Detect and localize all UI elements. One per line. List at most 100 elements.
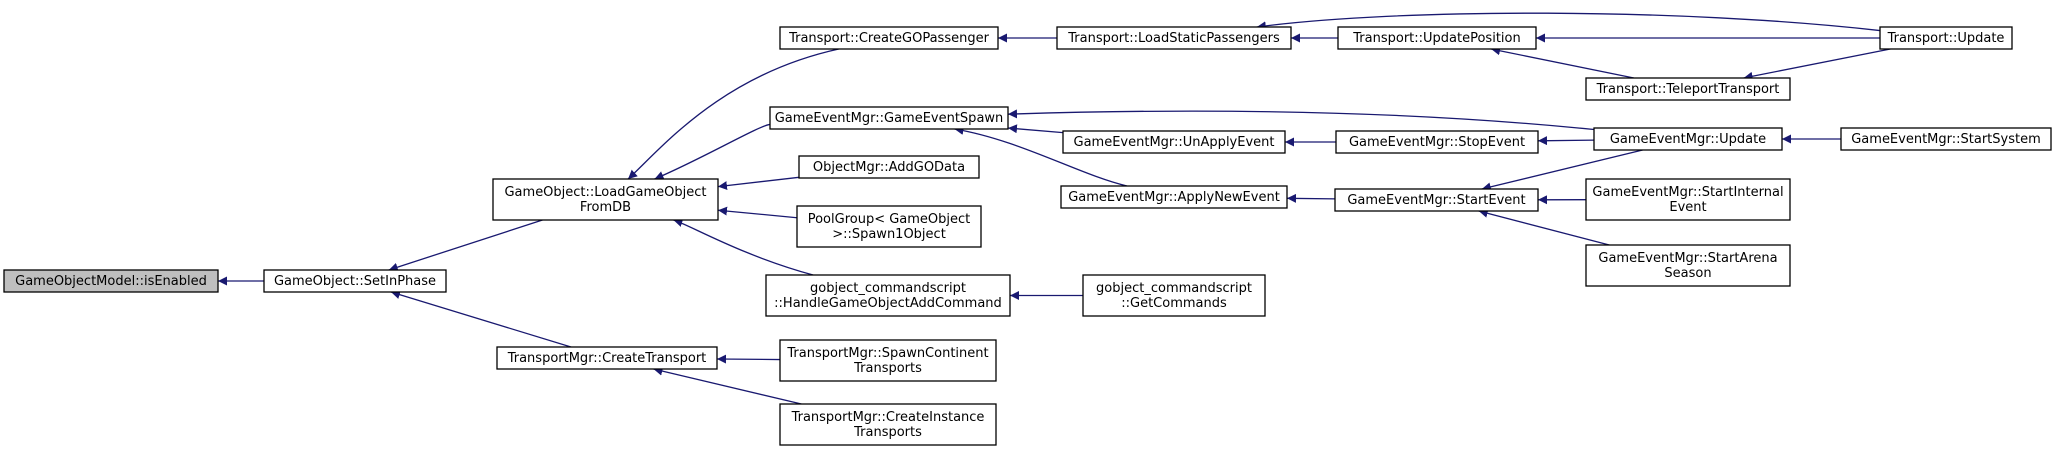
- node-label: GameEventMgr::StartArena: [1598, 251, 1777, 266]
- call-edge: [653, 366, 802, 405]
- node-label: FromDB: [580, 200, 631, 215]
- node-label: GameEventMgr::Update: [1610, 132, 1766, 147]
- call-edge: [717, 206, 798, 219]
- node-label: ::HandleGameObjectAddCommand: [774, 296, 1002, 311]
- call-edge: [1286, 193, 1336, 203]
- graph-node[interactable]: Transport::Update: [1879, 26, 2013, 50]
- node-box: [1082, 274, 1266, 317]
- node-box: [1593, 127, 1783, 151]
- node-box: [1060, 185, 1288, 209]
- graph-node[interactable]: GameObject::SetInPhase: [263, 269, 447, 293]
- node-box: [1585, 77, 1791, 101]
- node-box: [496, 346, 718, 370]
- graph-node[interactable]: Transport::UpdatePosition: [1337, 26, 1537, 50]
- graph-node[interactable]: GameEventMgr::Update: [1593, 127, 1783, 151]
- node-box: [1337, 26, 1537, 50]
- node-label: Transports: [853, 361, 922, 376]
- node-label: gobject_commandscript: [1096, 281, 1252, 296]
- call-edge: [673, 218, 814, 276]
- graph-node[interactable]: Transport::LoadStaticPassengers: [1056, 26, 1292, 50]
- node-box: [779, 26, 999, 50]
- call-edge: [1007, 124, 1064, 134]
- node-box: [3, 269, 219, 293]
- node-label: GameObjectModel::isEnabled: [15, 274, 207, 289]
- call-edge: [654, 123, 771, 180]
- graph-node[interactable]: TransportMgr::CreateTransport: [496, 346, 718, 370]
- node-box: [492, 178, 719, 221]
- node-label: GameEventMgr::UnApplyEvent: [1074, 135, 1275, 150]
- call-edge: [390, 290, 572, 348]
- node-box: [263, 269, 447, 293]
- node-box: [779, 403, 997, 446]
- call-edge: [1478, 208, 1610, 246]
- graph-node[interactable]: GameEventMgr::UnApplyEvent: [1062, 130, 1286, 154]
- node-box: [1335, 130, 1539, 154]
- node-box: [1840, 127, 2052, 151]
- node-label: gobject_commandscript: [810, 281, 966, 296]
- node-box: [779, 339, 997, 382]
- graph-node[interactable]: Transport::CreateGOPassenger: [779, 26, 999, 50]
- node-box: [1056, 26, 1292, 50]
- node-box: [1585, 244, 1791, 287]
- node-label: Transport::TeleportTransport: [1596, 82, 1780, 97]
- graph-node[interactable]: GameEventMgr::StartSystem: [1840, 127, 2052, 151]
- graph-node[interactable]: gobject_commandscript::HandleGameObjectA…: [765, 274, 1011, 317]
- call-edge: [716, 354, 781, 364]
- node-label: GameEventMgr::ApplyNewEvent: [1068, 190, 1280, 205]
- node-label: Event: [1669, 200, 1706, 215]
- node-label: GameEventMgr::GameEventSpawn: [775, 111, 1004, 126]
- node-label: ::GetCommands: [1121, 296, 1227, 311]
- node-box: [1334, 188, 1539, 212]
- call-edge: [1256, 12, 1881, 32]
- node-label: GameObject::LoadGameObject: [504, 185, 706, 200]
- graph-node[interactable]: ObjectMgr::AddGOData: [798, 155, 980, 179]
- node-box: [1062, 130, 1286, 154]
- node-label: Transport::Update: [1887, 31, 2005, 46]
- node-box: [1585, 178, 1791, 221]
- call-edge: [1537, 136, 1595, 146]
- node-label: GameEventMgr::StartInternal: [1592, 185, 1783, 200]
- graph-node[interactable]: Transport::TeleportTransport: [1585, 77, 1791, 101]
- graph-node[interactable]: PoolGroup< GameObject>::Spawn1Object: [796, 205, 982, 248]
- edges-layer: [218, 12, 1891, 405]
- call-edge: [1491, 46, 1634, 79]
- graph-node[interactable]: GameEventMgr::StartEvent: [1334, 188, 1539, 212]
- graph-node[interactable]: GameEventMgr::StopEvent: [1335, 130, 1539, 154]
- node-label: Transport::CreateGOPassenger: [788, 31, 990, 46]
- node-label: Transport::UpdatePosition: [1352, 31, 1520, 46]
- node-box: [798, 155, 980, 179]
- node-label: >::Spawn1Object: [832, 227, 946, 242]
- node-label: GameEventMgr::StopEvent: [1349, 135, 1525, 150]
- call-edge: [388, 219, 543, 272]
- call-edge: [627, 48, 839, 180]
- focus-node: GameObjectModel::isEnabled: [3, 269, 219, 293]
- node-label: GameObject::SetInPhase: [274, 274, 436, 289]
- node-box: [769, 106, 1009, 130]
- call-edge: [1481, 149, 1643, 192]
- call-edge: [717, 176, 800, 191]
- node-label: Season: [1664, 266, 1711, 281]
- graph-node[interactable]: GameEventMgr::ApplyNewEvent: [1060, 185, 1288, 209]
- graph-node[interactable]: GameEventMgr::GameEventSpawn: [769, 106, 1009, 130]
- node-label: TransportMgr::CreateTransport: [507, 351, 707, 366]
- node-label: TransportMgr::CreateInstance: [791, 410, 985, 425]
- node-label: Transport::LoadStaticPassengers: [1067, 31, 1280, 46]
- node-label: Transports: [853, 425, 922, 440]
- call-edge: [954, 126, 1128, 187]
- node-label: GameEventMgr::StartEvent: [1347, 193, 1525, 208]
- call-edge: [1007, 109, 1595, 131]
- nodes-layer: GameObjectModel::isEnabled GameObject::Se…: [3, 26, 2052, 446]
- node-label: GameEventMgr::StartSystem: [1851, 132, 2041, 147]
- node-label: TransportMgr::SpawnContinent: [786, 346, 988, 361]
- node-box: [796, 205, 982, 248]
- call-edge: [1743, 48, 1891, 81]
- graph-node[interactable]: gobject_commandscript::GetCommands: [1082, 274, 1266, 317]
- node-label: PoolGroup< GameObject: [808, 212, 971, 227]
- node-label: ObjectMgr::AddGOData: [813, 160, 965, 175]
